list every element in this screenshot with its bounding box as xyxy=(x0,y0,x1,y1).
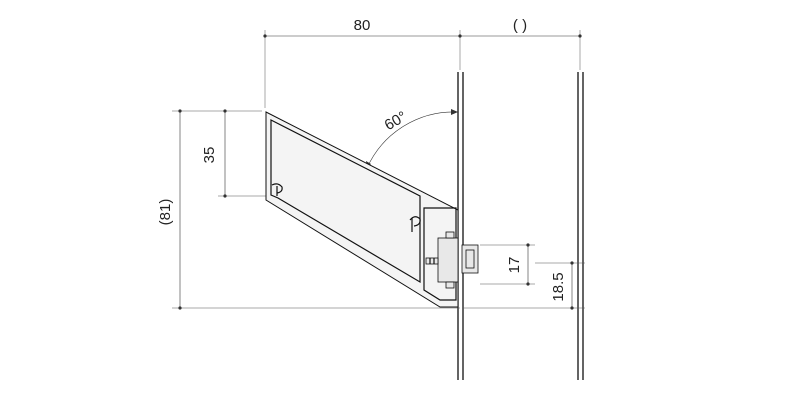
dimension-35-label: 35 xyxy=(201,147,218,164)
right-dimension xyxy=(463,243,585,310)
wall-left xyxy=(457,72,464,380)
profile-section xyxy=(265,111,459,308)
bracket-fixing xyxy=(425,231,479,289)
dimension-18-5-label: 18.5 xyxy=(550,272,567,301)
left-dimension xyxy=(172,109,460,310)
angle-arc xyxy=(366,109,459,169)
dimension-right-label: ( ) xyxy=(513,17,527,34)
wall-right xyxy=(577,72,584,380)
dimension-80-label: 80 xyxy=(354,17,371,34)
dimension-81-label: (81) xyxy=(157,199,174,226)
dimension-17-label: 17 xyxy=(506,257,523,274)
top-dimension xyxy=(263,30,582,108)
angle-60-label: 60° xyxy=(382,108,410,134)
